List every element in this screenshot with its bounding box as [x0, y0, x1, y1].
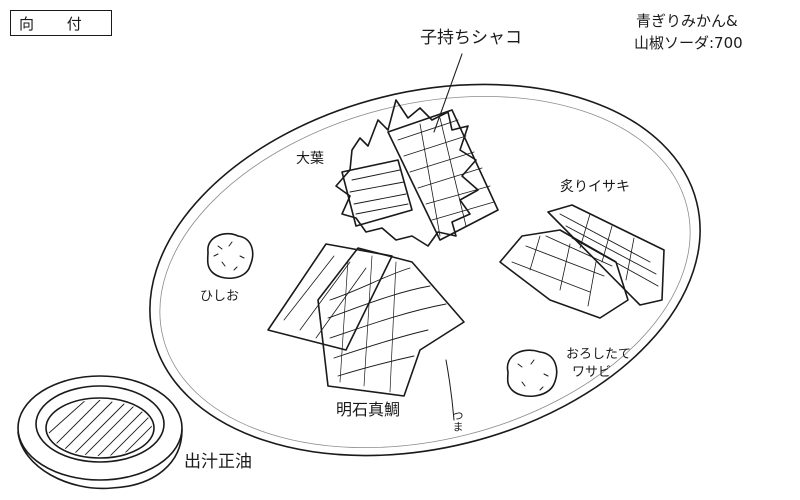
- label-madai: 明石真鯛: [336, 400, 401, 419]
- wasabi-ball: [506, 349, 558, 397]
- label-wasabi-line-1: おろしたて: [566, 347, 632, 362]
- label-sauce: 出汁正油: [184, 452, 252, 472]
- plate-rim: [159, 95, 691, 449]
- shako-pointer-line: [433, 53, 463, 133]
- label-hishio: ひしお: [200, 289, 240, 304]
- madai-piece-front: [317, 247, 465, 397]
- shiso-leaf: [335, 99, 479, 247]
- plate: [149, 83, 701, 457]
- ooba-block: [341, 159, 413, 227]
- label-isaki: 炙りイサキ: [560, 179, 630, 195]
- label-shako: 子持ちシャコ: [420, 28, 522, 48]
- isaki-piece-back: [547, 204, 665, 306]
- tsuma-pointer-line: [445, 359, 455, 421]
- sauce-dish: [17, 375, 183, 490]
- label-wasabi-line-2: ワサビ: [572, 365, 612, 380]
- shako-piece: [387, 109, 499, 241]
- label-tsuma: つま: [451, 410, 464, 432]
- madai-piece-back: [267, 243, 393, 351]
- course-title: 向 付: [10, 10, 112, 36]
- drink-line-1: 青ぎりみかん&: [636, 12, 738, 30]
- isaki-piece-front: [499, 229, 629, 319]
- label-ooba: 大葉: [296, 151, 324, 167]
- drink-line-2: 山椒ソーダ:700: [634, 34, 743, 52]
- hishio-ball: [206, 232, 254, 279]
